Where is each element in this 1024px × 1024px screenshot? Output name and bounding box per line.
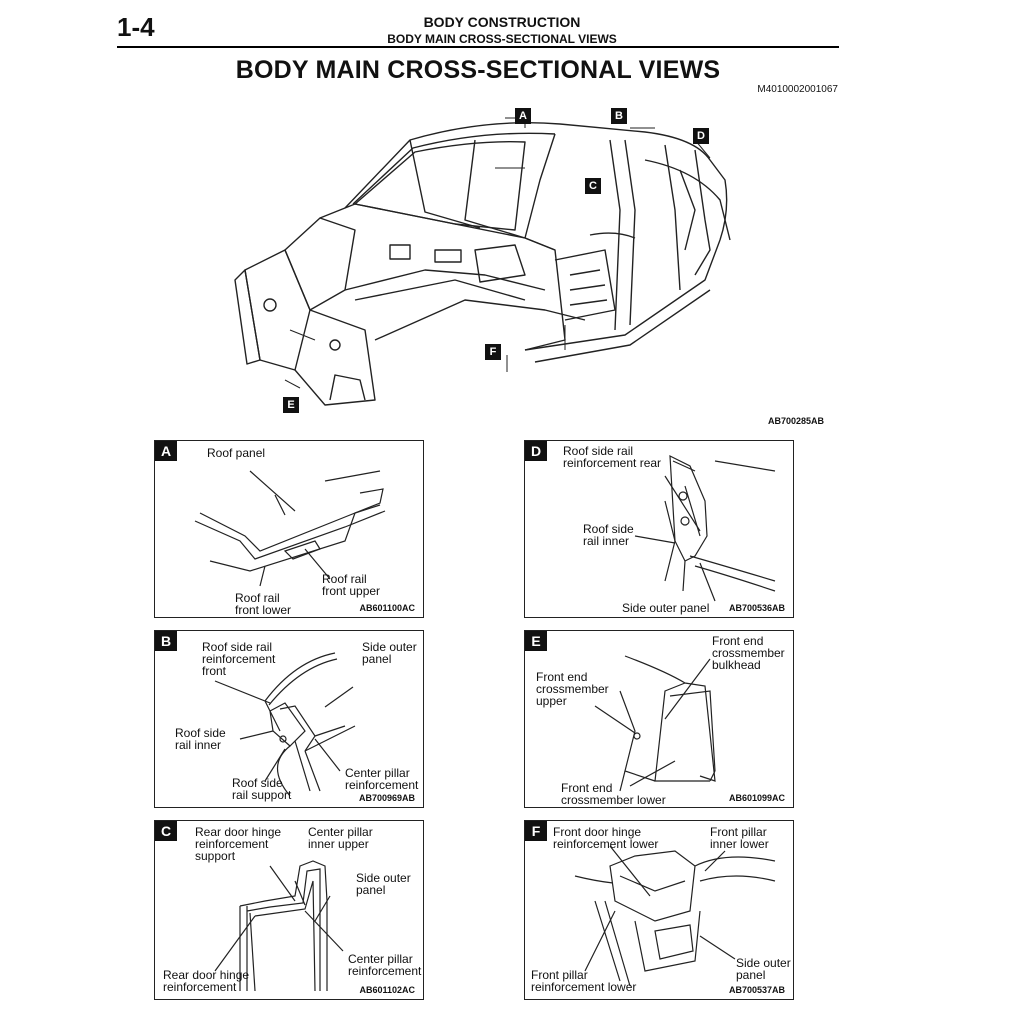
label-roof-rail-front-lower: Roof rail front lower — [235, 591, 292, 617]
panel-letter-e: E — [525, 631, 547, 651]
label-roof-side-rail-inner: Roof side rail inner — [175, 726, 226, 752]
label-front-end-crossmember-upper: Front end crossmember upper — [536, 670, 609, 708]
panel-c: C Rear door hinge reinforcement support … — [154, 820, 424, 1000]
subsection-title: BODY MAIN CROSS-SECTIONAL VIEWS — [387, 32, 617, 46]
label-side-outer-panel-f: Side outer panel — [736, 956, 791, 982]
label-front-door-hinge-reinforcement-lower: Front door hinge reinforcement lower — [553, 825, 659, 851]
view-tag-c: C — [585, 178, 601, 194]
view-tag-b: B — [611, 108, 627, 124]
panel-letter-f: F — [525, 821, 547, 841]
label-roof-rail-front-upper: Roof rail front upper — [322, 572, 381, 598]
view-tag-d: D — [693, 128, 709, 144]
main-figure-ref: AB700285AB — [767, 416, 824, 426]
label-center-pillar-reinforcement: Center pillar reinforcement — [345, 766, 419, 792]
label-front-end-crossmember-lower: Front end crossmember lower — [561, 781, 666, 807]
panel-ref-b: AB700969AB — [358, 793, 415, 803]
label-front-pillar-inner-lower: Front pillar inner lower — [710, 825, 769, 851]
view-tag-e: E — [283, 397, 299, 413]
panel-ref-f: AB700537AB — [728, 985, 785, 995]
panel-f: F Front door hinge reinforcement lower F… — [524, 820, 794, 1000]
label-side-outer-panel: Side outer panel — [362, 640, 417, 666]
view-tag-f: F — [485, 344, 501, 360]
label-rear-door-hinge-reinforcement: Rear door hinge reinforcement — [163, 968, 250, 994]
header-rule — [117, 46, 839, 48]
label-roof-side-rail-inner-d: Roof side rail inner — [583, 522, 634, 548]
view-tag-a: A — [515, 108, 531, 124]
section-title: BODY CONSTRUCTION — [423, 14, 581, 30]
panel-b: B Roof side rail reinforcement front Sid… — [154, 630, 424, 808]
label-front-pillar-reinforcement-lower: Front pillar reinforcement lower — [531, 968, 637, 994]
label-roof-panel: Roof panel — [207, 446, 266, 460]
document-id: M4010002001067 — [757, 84, 838, 95]
page-title: BODY MAIN CROSS-SECTIONAL VIEWS — [235, 56, 721, 84]
label-front-end-crossmember-bulkhead: Front end crossmember bulkhead — [712, 634, 785, 672]
label-roof-side-rail-reinforcement-rear: Roof side rail reinforcement rear — [563, 444, 662, 470]
panel-letter-d: D — [525, 441, 547, 461]
panel-e: E Front end crossmember bulkhead Front e… — [524, 630, 794, 808]
panel-ref-d: AB700536AB — [728, 603, 785, 613]
panel-ref-c: AB601102AC — [359, 985, 415, 995]
label-center-pillar-inner-upper: Center pillar inner upper — [308, 825, 373, 851]
label-side-outer-panel-d: Side outer panel — [622, 601, 710, 615]
panel-letter-c: C — [155, 821, 177, 841]
label-rear-door-hinge-reinforcement-support: Rear door hinge reinforcement support — [195, 825, 282, 863]
label-side-outer-panel-c: Side outer panel — [356, 871, 411, 897]
page-number: 1-4 — [117, 12, 155, 42]
label-roof-side-rail-support: Roof side rail support — [232, 776, 292, 802]
panel-d: D Roof side rail reinforcement rear Roof… — [524, 440, 794, 618]
panel-letter-a: A — [155, 441, 177, 461]
panel-letter-b: B — [155, 631, 177, 651]
panel-ref-a: AB601100AC — [359, 603, 415, 613]
panel-ref-e: AB601099AC — [728, 793, 785, 803]
label-roof-side-rail-reinforcement-front: Roof side rail reinforcement front — [202, 640, 276, 678]
label-center-pillar-reinforcement-c: Center pillar reinforcement — [348, 952, 422, 978]
car-body-illustration: A B C D E F — [225, 100, 745, 420]
panel-a: A Roof panel Roof rail front upper Roof … — [154, 440, 424, 618]
